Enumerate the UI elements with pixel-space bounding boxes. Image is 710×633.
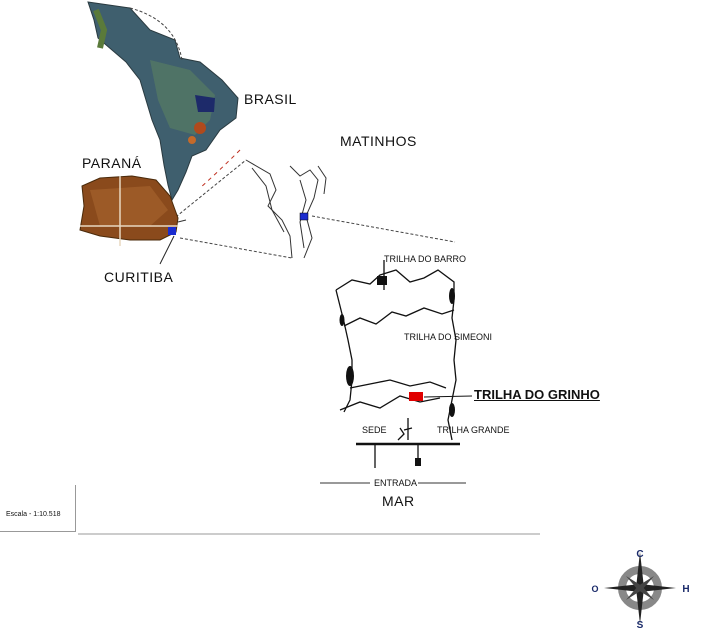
label-parana: PARANÁ [82, 156, 142, 170]
compass-east: H [682, 584, 689, 595]
trails-map [336, 260, 460, 468]
matinhos-marker [300, 213, 308, 220]
compass-south: S [637, 620, 644, 628]
matinhos-coastline [246, 160, 326, 258]
grinho-leader-line [424, 396, 472, 397]
label-mar: MAR [382, 494, 415, 508]
label-trilha-grande: TRILHA GRANDE [437, 426, 510, 435]
trilha-grinho-marker [409, 392, 423, 401]
compass-north: C [636, 549, 643, 560]
label-entrada: ENTRADA [374, 479, 417, 488]
label-trilha-do-grinho: TRILHA DO GRINHO [474, 388, 600, 401]
curitiba-marker [168, 227, 176, 235]
label-brasil: BRASIL [244, 92, 297, 106]
label-trilha-do-simeoni: TRILHA DO SIMEONI [404, 333, 492, 342]
label-curitiba: CURITIBA [104, 270, 173, 284]
trail-nodes [340, 276, 456, 466]
label-sede: SEDE [362, 426, 387, 435]
label-matinhos: MATINHOS [340, 134, 417, 148]
scale-box [0, 485, 76, 532]
brazil-parana-link [200, 150, 240, 188]
compass-west: O [591, 584, 598, 594]
label-trilha-do-barro: TRILHA DO BARRO [384, 255, 466, 264]
compass-rose: C S H O [590, 548, 694, 633]
scale-label: Escala - 1:10.518 [6, 511, 60, 518]
